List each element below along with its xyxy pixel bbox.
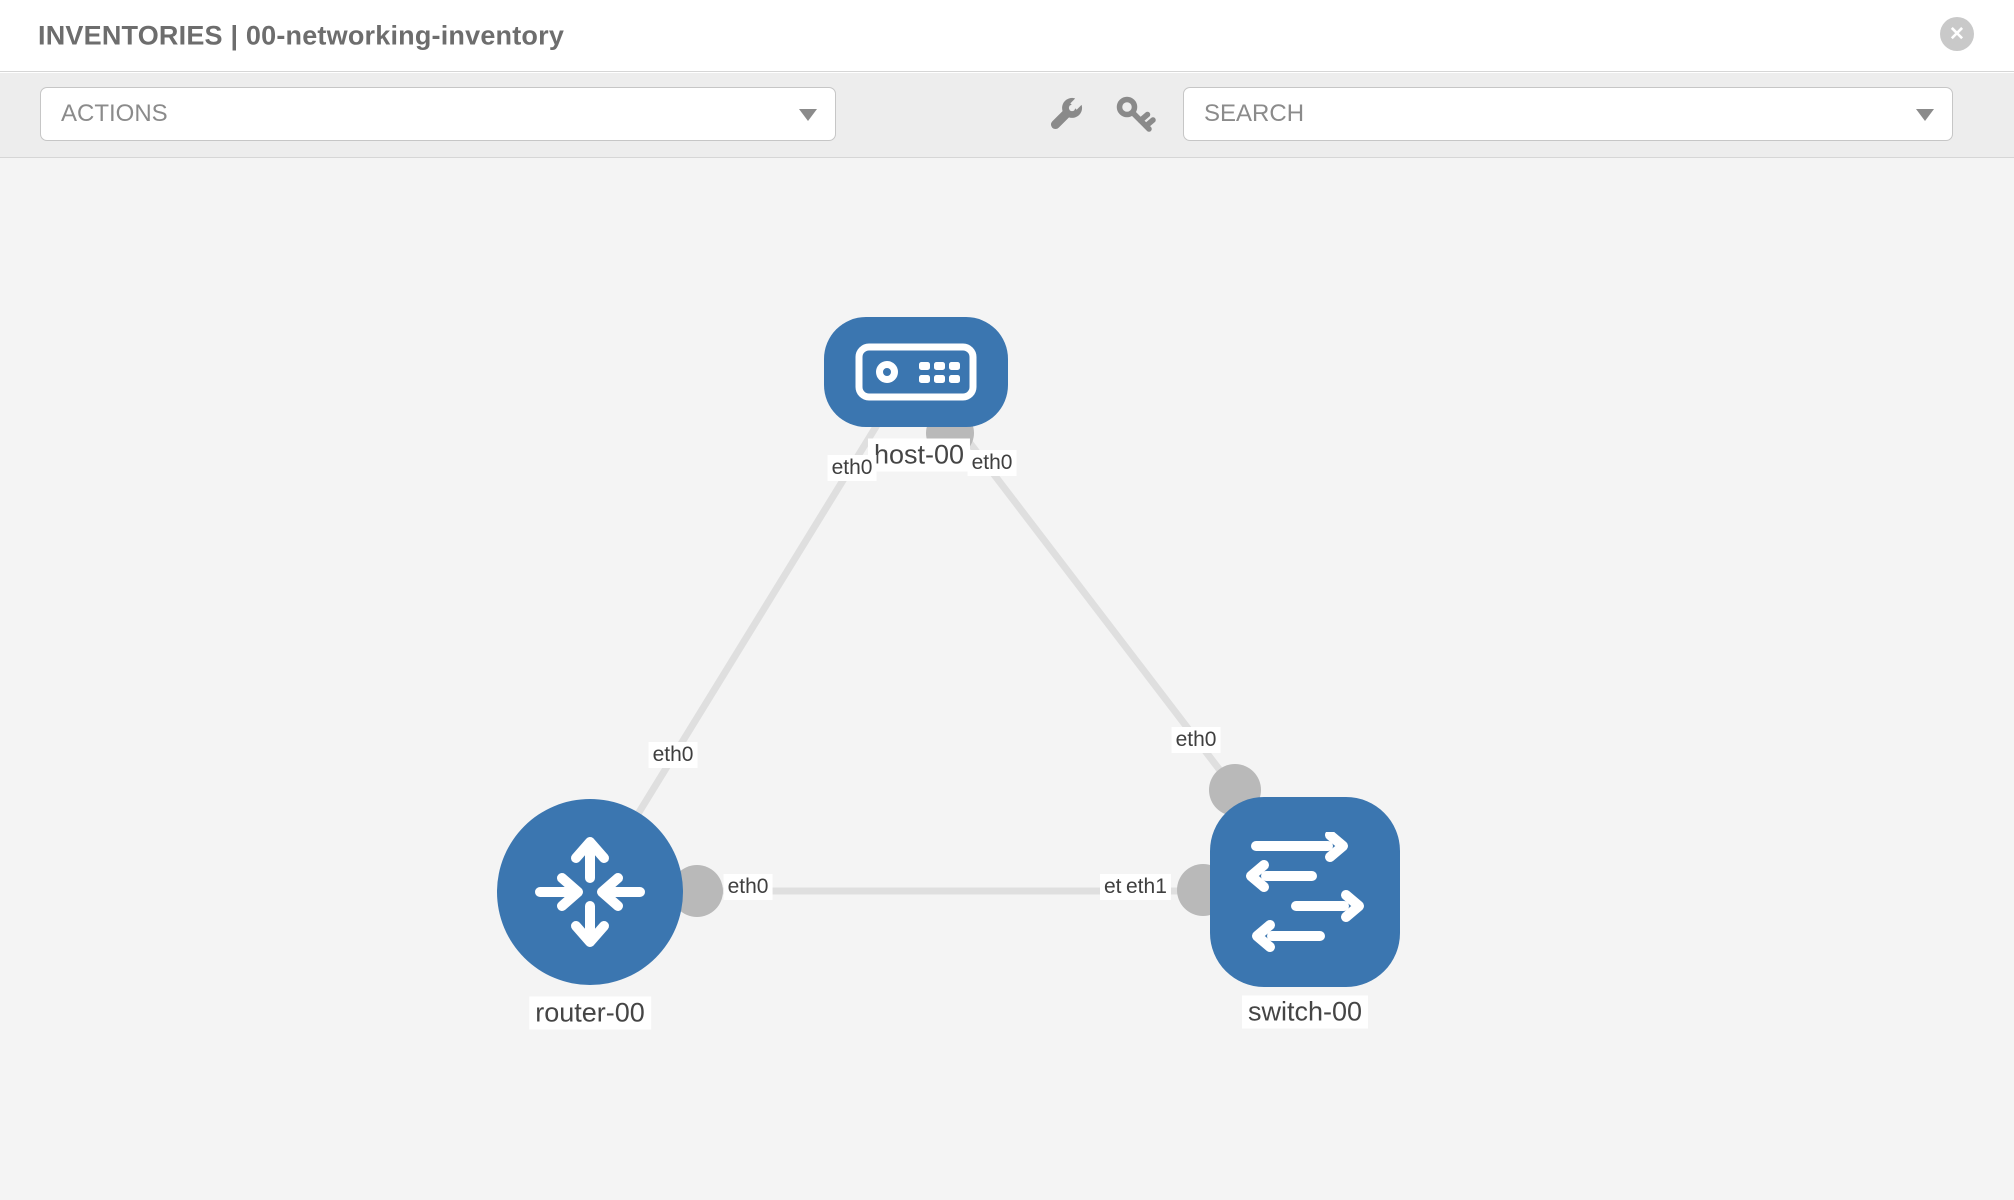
topology-links-layer [587, 409, 1305, 917]
toolbar: ACTIONS SEARCH [0, 73, 2014, 158]
chevron-down-icon [799, 109, 817, 121]
actions-dropdown-label: ACTIONS [61, 100, 168, 127]
node-label-host-00: host-00 [867, 438, 971, 472]
wrench-icon[interactable] [1043, 93, 1087, 137]
search-dropdown-label: SEARCH [1204, 100, 1305, 127]
iface-label-host-to-router: eth0 [827, 455, 877, 481]
chevron-down-icon [1916, 109, 1934, 121]
close-x-glyph: ✕ [1949, 23, 1965, 45]
host-icon [855, 343, 977, 401]
node-label-switch-00: switch-00 [1241, 995, 1369, 1029]
iface-label-switch-eth1-front: eth1 [1122, 874, 1171, 900]
page-title: INVENTORIES | 00-networking-inventory [38, 20, 565, 50]
router-icon [535, 837, 645, 947]
iface-label-router-to-switch: eth0 [723, 874, 773, 900]
node-switch-00[interactable] [1210, 797, 1400, 987]
node-host-00[interactable] [824, 317, 1008, 427]
iface-label-router-to-host: eth0 [648, 742, 698, 768]
node-router-00[interactable] [497, 799, 683, 985]
topology-canvas[interactable]: host-00 router-00 switch-00 eth0 eth0 et… [0, 158, 2014, 1200]
key-icon[interactable] [1113, 93, 1157, 137]
search-dropdown[interactable]: SEARCH [1183, 87, 1953, 141]
switch-icon [1246, 832, 1364, 952]
interface-connector [671, 865, 723, 917]
iface-label-switch-to-host: eth0 [1171, 727, 1221, 753]
actions-dropdown[interactable]: ACTIONS [40, 87, 836, 141]
iface-label-host-to-switch: eth0 [967, 450, 1017, 476]
node-label-router-00: router-00 [529, 996, 651, 1030]
close-icon[interactable]: ✕ [1940, 17, 1974, 51]
header: INVENTORIES | 00-networking-inventory ✕ [0, 0, 2014, 72]
